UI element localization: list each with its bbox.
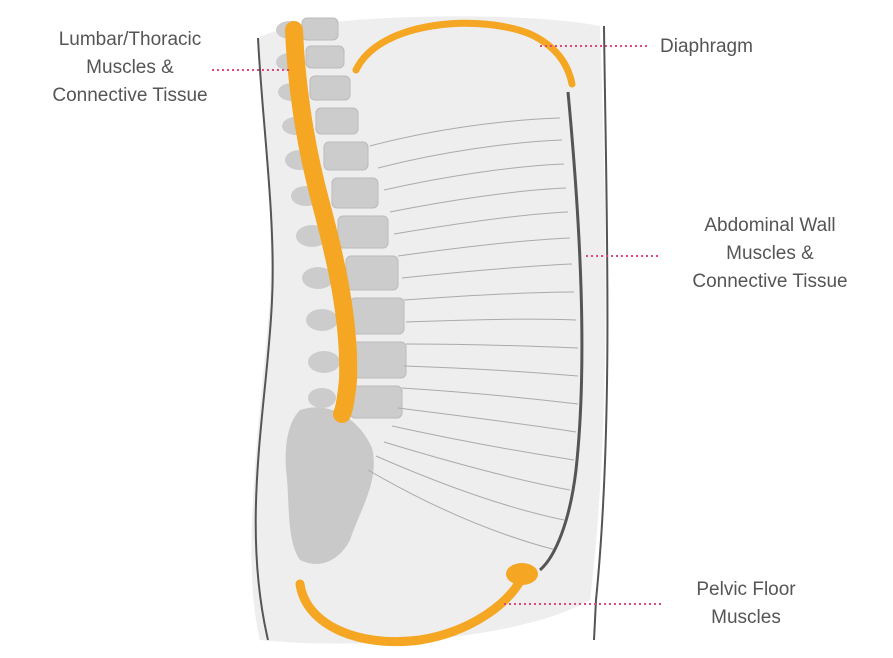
vertebra bbox=[346, 256, 398, 290]
label-line: Lumbar/Thoracic bbox=[14, 26, 246, 54]
label-line: Diaphragm bbox=[660, 33, 753, 61]
vertebra bbox=[310, 76, 350, 100]
label-line: Muscles & bbox=[14, 54, 246, 82]
vertebra bbox=[316, 108, 358, 134]
label-line: Connective Tissue bbox=[656, 268, 884, 296]
vertebra bbox=[338, 216, 388, 248]
vertebra bbox=[332, 178, 378, 208]
vertebra bbox=[302, 18, 338, 40]
label-line: Connective Tissue bbox=[14, 82, 246, 110]
vertebra bbox=[306, 46, 344, 68]
label-pelvic-floor: Pelvic Floor Muscles bbox=[664, 576, 828, 632]
label-abdominal-wall: Abdominal Wall Muscles & Connective Tiss… bbox=[656, 212, 884, 296]
vertebra bbox=[350, 298, 404, 334]
spinous-process bbox=[308, 351, 340, 373]
vertebra bbox=[324, 142, 368, 170]
spinous-process bbox=[308, 388, 336, 408]
label-line: Muscles & bbox=[656, 240, 884, 268]
label-diaphragm: Diaphragm bbox=[660, 33, 753, 61]
label-back-muscles: Lumbar/Thoracic Muscles & Connective Tis… bbox=[14, 26, 246, 110]
label-line: Abdominal Wall bbox=[656, 212, 884, 240]
vertebra bbox=[352, 342, 406, 378]
spinous-process bbox=[306, 309, 338, 331]
pelvic-floor-knob bbox=[506, 563, 538, 585]
vertebra bbox=[350, 386, 402, 418]
label-line: Pelvic Floor bbox=[664, 576, 828, 604]
label-line: Muscles bbox=[664, 604, 828, 632]
